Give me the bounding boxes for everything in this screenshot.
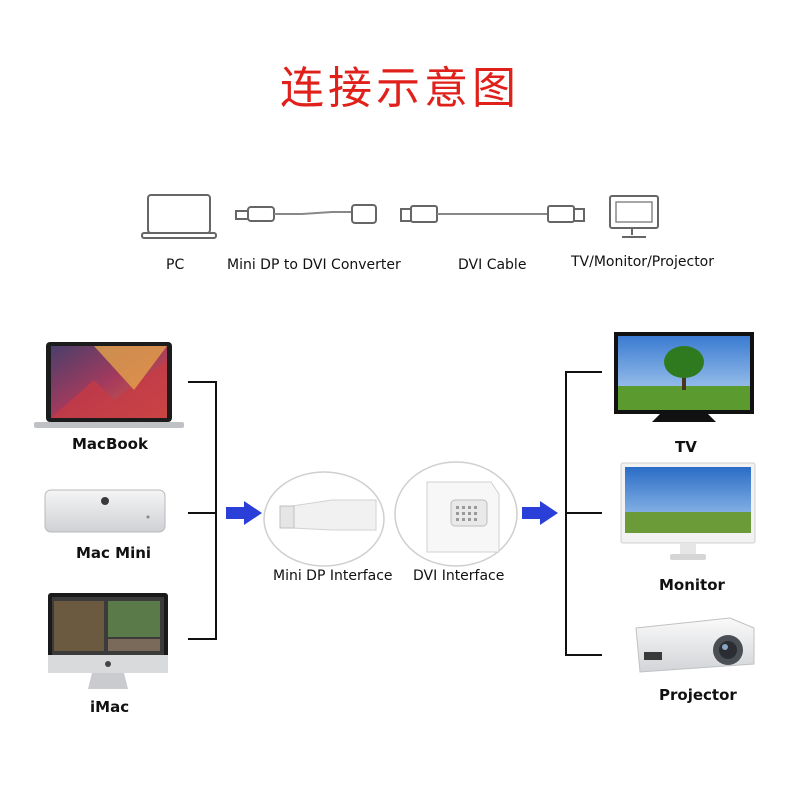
arrow-right-icon [226, 501, 262, 525]
pc-label: PC [166, 257, 185, 273]
mac-mini-icon [44, 489, 166, 533]
arrow-right-icon-2 [522, 501, 558, 525]
display-monitor-icon [609, 195, 659, 238]
macbook-label: MacBook [72, 435, 148, 453]
dvi-interface-label: DVI Interface [413, 568, 505, 584]
imac-icon [48, 593, 168, 689]
left-bracket [188, 381, 217, 640]
display-label: TV/Monitor/Projector [571, 254, 715, 270]
projector-icon [635, 617, 755, 673]
pc-laptop-icon [141, 194, 217, 239]
tv-icon [614, 332, 754, 422]
projector-label: Projector [659, 686, 737, 704]
macbook-icon [34, 342, 184, 428]
diagram-title: 连接示意图 [280, 63, 520, 114]
mini-dp-interface-icon [263, 471, 385, 567]
dvi-interface-icon [394, 461, 518, 567]
monitor-icon [620, 462, 756, 560]
monitor-label: Monitor [659, 576, 725, 594]
dvi-cable-icon [400, 205, 585, 223]
mac-mini-label: Mac Mini [76, 544, 152, 562]
mini-dp-interface-label: Mini DP Interface [273, 568, 393, 584]
converter-cable-icon [235, 204, 377, 224]
right-bracket [565, 371, 602, 656]
imac-label: iMac [90, 698, 130, 716]
converter-label: Mini DP to DVI Converter [227, 257, 401, 273]
dvi-cable-label: DVI Cable [458, 257, 527, 273]
tv-label: TV [675, 438, 697, 456]
